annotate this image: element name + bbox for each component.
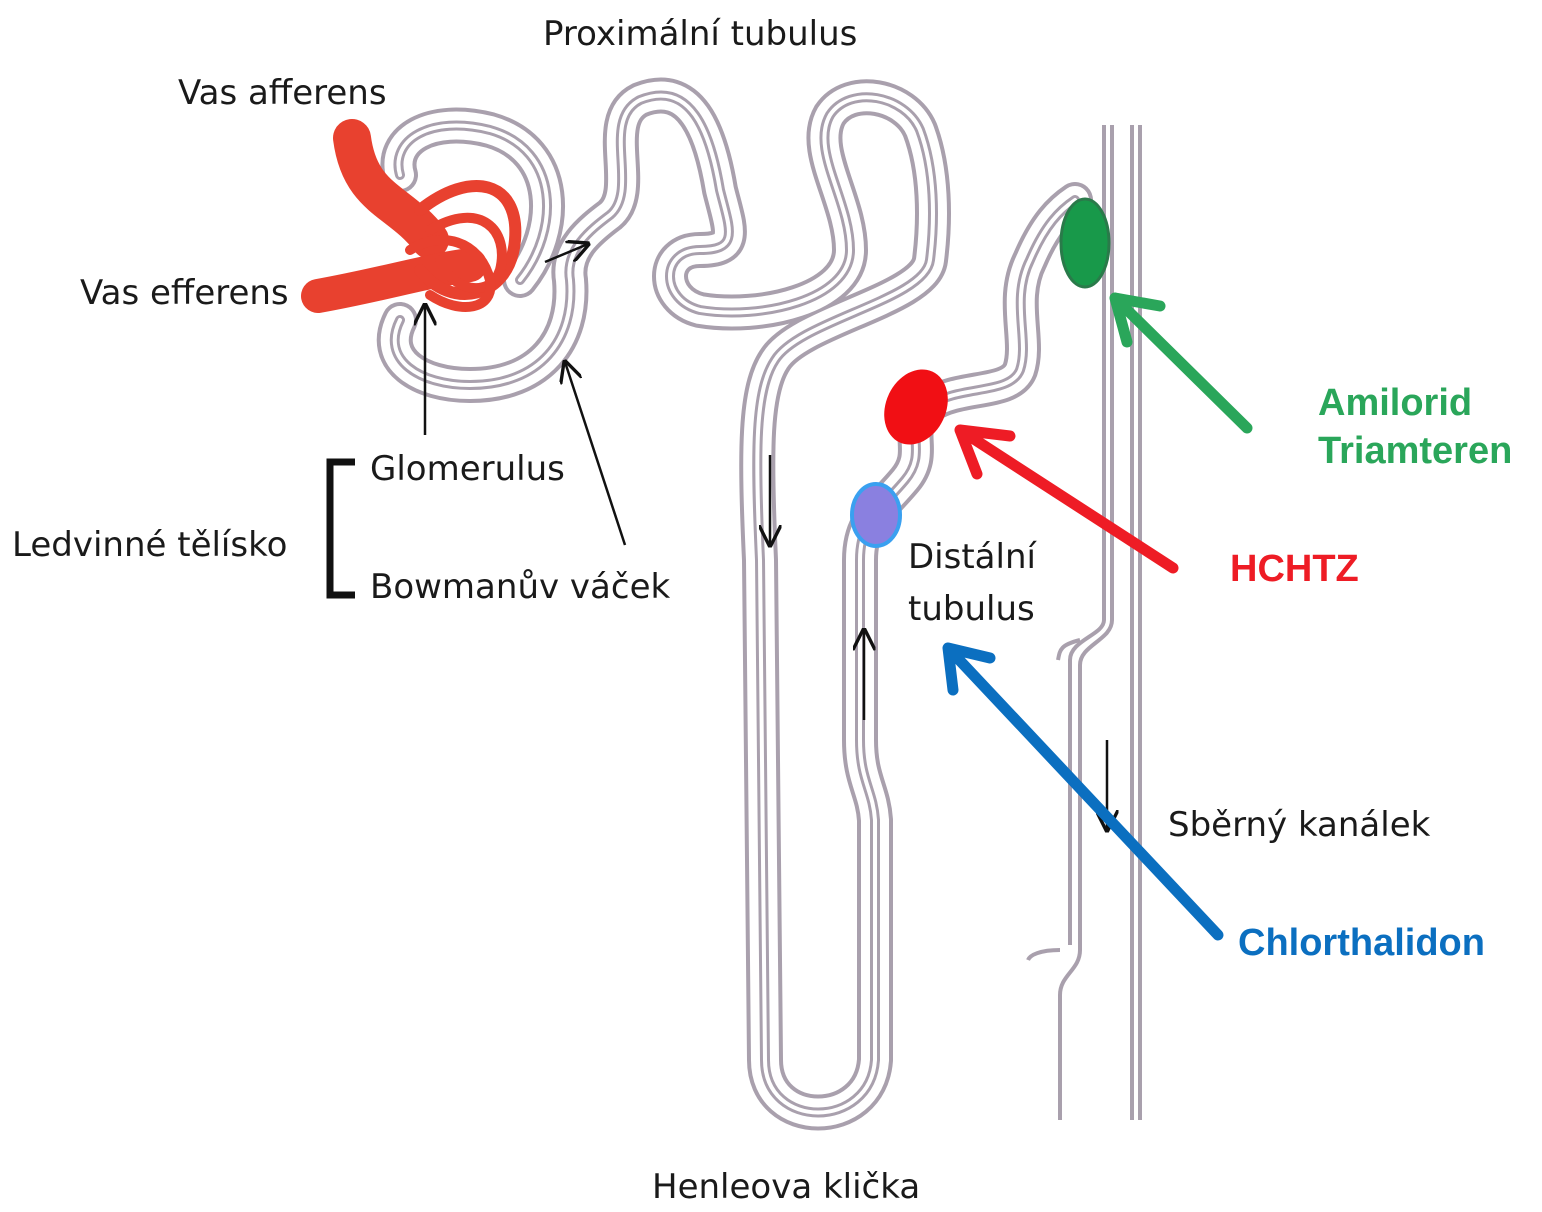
amilorid-arrow [1115,298,1247,428]
marker-chlorthalidon [852,484,900,546]
label-renal-corpuscle: Ledvinné tělísko [12,528,287,562]
drug-hchtz: HCHTZ [1230,546,1359,594]
drug-amilorid-name: Amilorid [1318,380,1512,428]
chlorthalidon-arrow [948,648,1218,935]
glomerulus-vessels [318,138,515,307]
drug-chlorthalidon: Chlorthalidon [1238,920,1485,968]
corpuscle-bracket [330,462,355,595]
label-loop-of-henle: Henleova klička [652,1170,920,1204]
drug-triamteren-name: Triamteren [1318,428,1512,476]
label-distal-tubule-1: Distální [908,540,1036,574]
label-collecting-duct: Sběrný kanálek [1168,808,1430,842]
marker-amilorid [1061,199,1109,287]
label-vas-efferens: Vas efferens [80,276,289,310]
label-distal-tubule-2: tubulus [908,592,1035,626]
label-vas-afferens: Vas afferens [178,76,387,110]
marker-hchtz [872,359,959,455]
label-bowman-capsule: Bowmanův váček [370,570,670,604]
label-proximal-tubule: Proximální tubulus [543,17,857,51]
label-glomerulus: Glomerulus [370,452,565,486]
drug-amilorid: Amilorid Triamteren [1318,380,1512,475]
